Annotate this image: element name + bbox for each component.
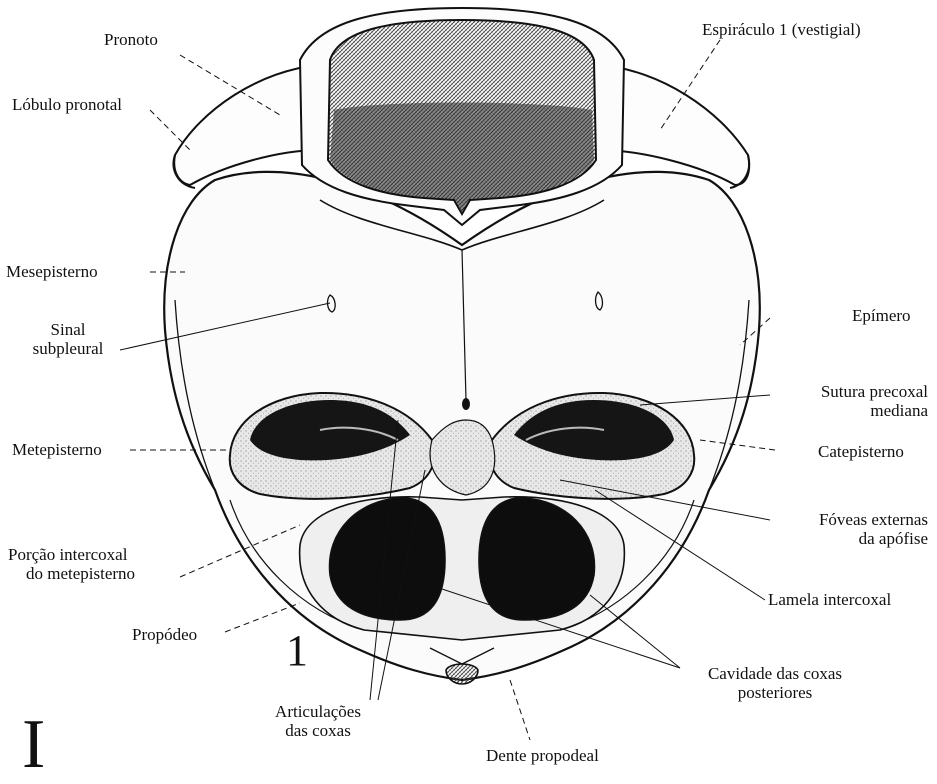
label-epimero: Epímero: [852, 306, 911, 325]
label-dente-propodeal: Dente propodeal: [486, 746, 599, 765]
label-sutura-precoxal: Sutura precoxal mediana: [748, 382, 928, 420]
plate-number: I: [22, 710, 45, 780]
label-sinal-subpleural: Sinal subpleural: [18, 320, 118, 358]
label-catepisterno: Catepisterno: [818, 442, 904, 461]
label-metepisterno: Metepisterno: [12, 440, 102, 459]
label-sutura-line1: Sutura precoxal: [748, 382, 928, 401]
label-mesepisterno: Mesepisterno: [6, 262, 98, 281]
label-articulacoes-line1: Articulações: [258, 702, 378, 721]
label-foveas-externas: Fóveas externas da apófise: [748, 510, 928, 548]
figure-number: 1: [286, 628, 308, 674]
label-foveas-line1: Fóveas externas: [748, 510, 928, 529]
label-cavidade-coxas: Cavidade das coxas posteriores: [680, 664, 870, 702]
label-sutura-line2: mediana: [748, 401, 928, 420]
propodeal-tooth: [446, 664, 478, 684]
label-lamela-intercoxal: Lamela intercoxal: [768, 590, 891, 609]
label-porcao-line2: do metepisterno: [8, 564, 135, 583]
label-foveas-line2: da apófise: [748, 529, 928, 548]
label-lobulo-pronotal: Lóbulo pronotal: [12, 95, 122, 114]
label-articulacoes-line2: das coxas: [258, 721, 378, 740]
label-propodeo: Propódeo: [132, 625, 197, 644]
label-cavidade-line1: Cavidade das coxas: [680, 664, 870, 683]
label-pronoto: Pronoto: [104, 30, 158, 49]
label-cavidade-line2: posteriores: [680, 683, 870, 702]
label-sinal-line1: Sinal: [18, 320, 118, 339]
label-porcao-line1: Porção intercoxal: [8, 545, 135, 564]
label-porcao-intercoxal: Porção intercoxal do metepisterno: [8, 545, 135, 583]
label-articulacoes-coxas: Articulações das coxas: [258, 702, 378, 740]
label-sinal-line2: subpleural: [18, 339, 118, 358]
label-espiraculo: Espiráculo 1 (vestigial): [702, 20, 861, 39]
